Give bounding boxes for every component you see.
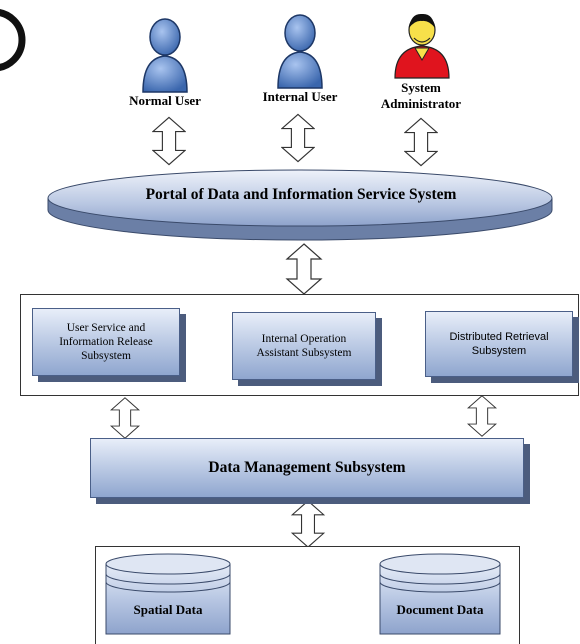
document-data-store: Document Data xyxy=(378,552,502,640)
database-cylinder-icon xyxy=(105,553,231,635)
user-label-line-2: Administrator xyxy=(380,96,462,111)
double-arrow-icon xyxy=(110,397,140,439)
subsystem-line: Subsystem xyxy=(81,350,131,362)
subsystem-line: Information Release xyxy=(59,336,153,348)
portal-ellipse xyxy=(47,169,553,241)
corner-decoration xyxy=(0,9,26,71)
internal-user-icon xyxy=(277,14,323,89)
subsystem-line: Distributed Retrieval xyxy=(449,331,549,343)
user-service-subsystem: User Service and Information Release Sub… xyxy=(32,308,180,376)
double-arrow-icon xyxy=(291,500,325,548)
database-label: Spatial Data xyxy=(133,602,203,617)
database-label: Document Data xyxy=(396,602,484,617)
subsystem-line: Assistant Subsystem xyxy=(256,347,352,359)
user-label-line-1: System xyxy=(401,80,441,95)
database-cylinder-icon xyxy=(379,553,501,635)
subsystem-line: Subsystem xyxy=(471,345,527,357)
user-label: Internal User xyxy=(262,89,338,104)
internal-operation-subsystem: Internal Operation Assistant Subsystem xyxy=(232,312,376,380)
double-arrow-icon xyxy=(467,395,497,437)
portal-title: Portal of Data and Information Service S… xyxy=(145,186,457,203)
double-arrow-icon xyxy=(152,116,186,166)
subsystem-line: User Service and xyxy=(66,322,146,334)
user-label: Normal User xyxy=(129,93,201,108)
double-arrow-icon xyxy=(286,243,322,295)
spatial-data-store: Spatial Data xyxy=(104,552,232,640)
data-management-title: Data Management Subsystem xyxy=(208,459,406,476)
administrator-icon xyxy=(394,13,450,79)
normal-user-icon xyxy=(142,18,188,93)
subsystem-line: Internal Operation xyxy=(261,333,347,345)
distributed-retrieval-subsystem: Distributed Retrieval Subsystem xyxy=(425,311,573,377)
double-arrow-icon xyxy=(404,117,438,167)
double-arrow-icon xyxy=(281,113,315,163)
data-management-subsystem: Data Management Subsystem xyxy=(90,438,524,498)
